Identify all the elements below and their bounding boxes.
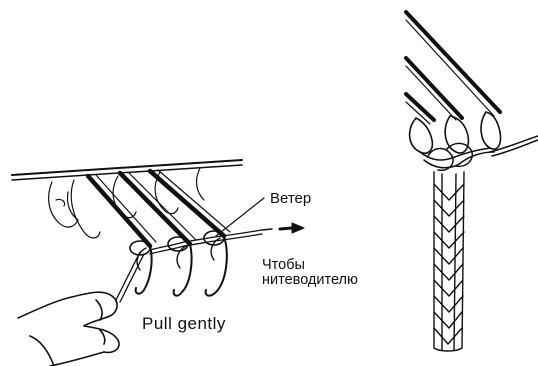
right-needles [406,12,500,124]
chtoby-line2: нитеводителю [262,273,358,288]
yarn-loops [130,231,224,255]
needle-2 [120,172,196,296]
hand-illustration [18,292,119,366]
chtoby-line1: Чтобы [262,258,358,273]
pull-gently-label: Pull gently [142,314,226,334]
needle-1 [88,175,156,294]
pull-direction-arrow [262,223,304,233]
chtoby-label: Чтобы нитеводителю [262,258,358,288]
right-gather [420,136,538,170]
icord-chain [434,172,464,351]
veter-label: Ветер [270,190,311,207]
